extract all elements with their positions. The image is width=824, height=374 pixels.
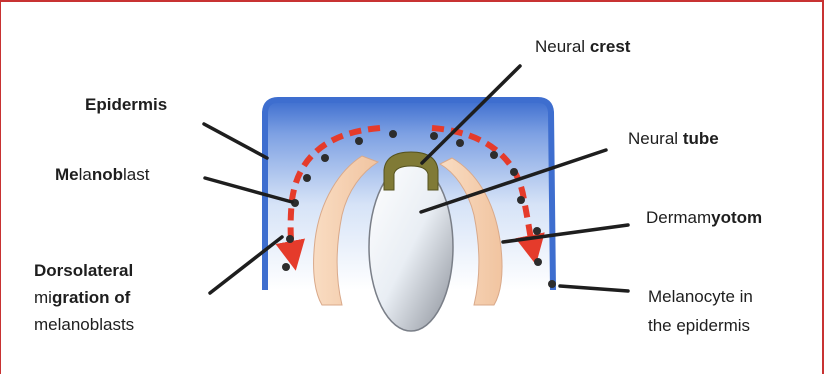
label-dorsolateral-line1: Dorsolateral xyxy=(34,261,133,280)
label-dorsolateral-line3: melanoblasts xyxy=(34,315,134,334)
label-neural-tube: Neural tube xyxy=(628,129,719,148)
leader-melanocyte xyxy=(560,286,628,291)
melanoblast-dot xyxy=(510,168,518,176)
neural-tube xyxy=(369,163,453,331)
melanoblast-dot xyxy=(548,280,556,288)
melanoblast-dot xyxy=(282,263,290,271)
leader-epidermis xyxy=(204,124,267,158)
label-neural-crest: Neural crest xyxy=(535,37,631,56)
label-melanoblast: Melanoblast xyxy=(55,165,150,184)
melanoblast-dot xyxy=(490,151,498,159)
melanoblast-dot xyxy=(321,154,329,162)
melanoblast-dot xyxy=(286,235,294,243)
melanoblast-dot xyxy=(303,174,311,182)
melanoblast-dot xyxy=(456,139,464,147)
melanoblast-dot xyxy=(517,196,525,204)
label-dermamyotom: Dermamyotom xyxy=(646,208,762,227)
label-melanocyte-line1: Melanocyte in xyxy=(648,287,753,306)
label-dorsolateral-line2: migration of xyxy=(34,288,131,307)
melanoblast-dot xyxy=(430,132,438,140)
label-epidermis: Epidermis xyxy=(85,95,167,114)
label-melanocyte-line2: the epidermis xyxy=(648,316,750,335)
melanoblast-dot xyxy=(533,227,541,235)
melanoblast-dot xyxy=(389,130,397,138)
melanoblast-dot xyxy=(355,137,363,145)
melanoblast-dot xyxy=(534,258,542,266)
